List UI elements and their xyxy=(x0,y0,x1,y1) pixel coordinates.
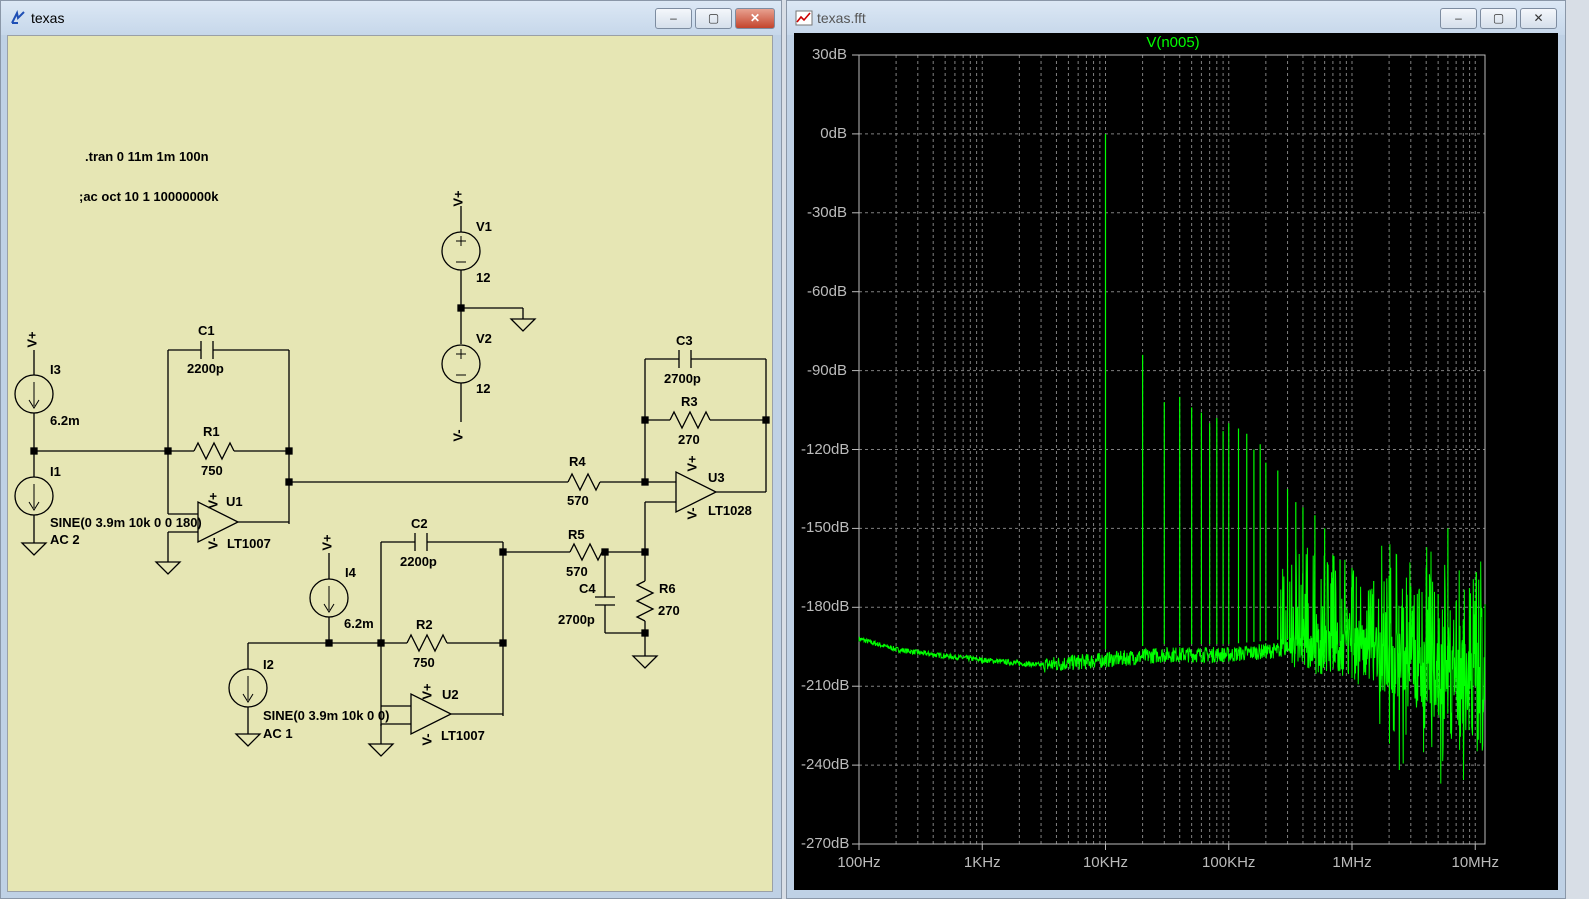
trace-label[interactable]: V(n005) xyxy=(1146,34,1200,51)
x-tick-label: 10MHz xyxy=(1451,854,1499,871)
close-button[interactable]: ✕ xyxy=(735,8,775,29)
r6-value[interactable]: 270 xyxy=(658,603,680,618)
fft-chart xyxy=(852,54,1486,850)
schematic-window: texas ‒ ▢ ✕ xyxy=(0,0,782,899)
r4-value[interactable]: 570 xyxy=(567,493,589,508)
plot-frame xyxy=(858,54,1486,845)
i4-value[interactable]: 6.2m xyxy=(344,616,374,631)
i4-node-label: V+ xyxy=(319,534,335,551)
v1-value[interactable]: 12 xyxy=(476,270,491,285)
r6-name[interactable]: R6 xyxy=(659,581,676,596)
schematic-canvas[interactable]: .tran 0 11m 1m 100n ;ac oct 10 1 1000000… xyxy=(7,35,773,892)
v2-node-label: V- xyxy=(450,429,466,442)
ltspice-schematic-icon xyxy=(11,9,25,24)
c3-name[interactable]: C3 xyxy=(676,333,693,348)
r2-name[interactable]: R2 xyxy=(416,617,433,632)
u2-model[interactable]: LT1007 xyxy=(441,728,485,743)
x-tick-label: 100Hz xyxy=(837,854,881,871)
waveform-viewer-icon xyxy=(795,10,813,26)
y-tick-label: -150dB xyxy=(801,519,850,537)
u2-vneg: V- xyxy=(419,733,435,746)
y-tick-label: -30dB xyxy=(806,203,847,221)
series-line-v-n005 xyxy=(858,544,1486,784)
u1-name[interactable]: U1 xyxy=(226,494,243,509)
fft-maximize-button[interactable]: ▢ xyxy=(1480,8,1517,29)
c2-name[interactable]: C2 xyxy=(411,516,428,531)
r3-value[interactable]: 270 xyxy=(678,432,700,447)
c3-value[interactable]: 2700p xyxy=(664,371,701,386)
y-tick-label: -240dB xyxy=(801,756,850,774)
y-tick-label: 0dB xyxy=(820,124,847,142)
i1-name[interactable]: I1 xyxy=(50,464,61,479)
y-tick-label: 30dB xyxy=(811,46,847,63)
v2-name[interactable]: V2 xyxy=(476,331,492,346)
tran-directive[interactable]: .tran 0 11m 1m 100n xyxy=(85,149,209,164)
r1-name[interactable]: R1 xyxy=(203,424,220,439)
maximize-button[interactable]: ▢ xyxy=(695,8,732,29)
stage-u1 xyxy=(154,341,568,575)
c4-name[interactable]: C4 xyxy=(579,581,596,596)
ac-directive[interactable]: ;ac oct 10 1 10000000k xyxy=(79,189,219,204)
u1-model[interactable]: LT1007 xyxy=(227,536,271,551)
v1-node-label: V+ xyxy=(450,190,466,207)
stage-u3 xyxy=(641,350,770,552)
r5-name[interactable]: R5 xyxy=(568,527,585,542)
c4-value[interactable]: 2700p xyxy=(558,612,595,627)
x-tick-label: 1MHz xyxy=(1332,854,1372,871)
r4-resistor xyxy=(567,472,649,492)
fft-title: texas.fft xyxy=(817,10,866,26)
r1-value[interactable]: 750 xyxy=(201,463,223,478)
i2-value[interactable]: SINE(0 3.9m 10k 0 0) xyxy=(263,708,390,723)
i3-node-label: V+ xyxy=(24,331,40,348)
u3-model[interactable]: LT1028 xyxy=(708,503,752,518)
y-tick-label: -60dB xyxy=(806,282,847,300)
u2-name[interactable]: U2 xyxy=(442,687,459,702)
c2-value[interactable]: 2200p xyxy=(400,554,437,569)
supply-column xyxy=(441,206,537,422)
y-tick-label: -210dB xyxy=(801,677,850,695)
schematic-title: texas xyxy=(31,10,65,26)
x-tick-label: 100KHz xyxy=(1202,854,1256,871)
i3-value[interactable]: 6.2m xyxy=(50,413,80,428)
i2-name[interactable]: I2 xyxy=(263,657,274,672)
u3-name[interactable]: U3 xyxy=(708,470,725,485)
x-tick-label: 10KHz xyxy=(1082,854,1128,871)
r4-name[interactable]: R4 xyxy=(569,454,586,469)
i1-ac[interactable]: AC 2 xyxy=(50,532,80,547)
minimize-button[interactable]: ‒ xyxy=(655,8,692,29)
i1-value[interactable]: SINE(0 3.9m 10k 0 0 180) xyxy=(50,515,202,530)
fft-plot-pane[interactable]: V(n005) 30dB 0dB -30dB -60dB -90dB -120dB -150… xyxy=(794,33,1558,890)
x-tick-label: 1KHz xyxy=(963,854,1001,871)
i3-name[interactable]: I3 xyxy=(50,362,61,377)
i4-name[interactable]: I4 xyxy=(345,565,356,580)
c1-value[interactable]: 2200p xyxy=(187,361,224,376)
u1-vneg: V- xyxy=(205,537,221,550)
r3-name[interactable]: R3 xyxy=(681,394,698,409)
current-source-arrows xyxy=(28,236,466,703)
u1-vpos: V+ xyxy=(205,492,221,509)
y-tick-label: -120dB xyxy=(801,440,850,458)
fft-close-button[interactable]: ✕ xyxy=(1520,8,1557,29)
fft-titlebar[interactable]: texas.fft ‒ ▢ ✕ xyxy=(787,1,1565,35)
c1-name[interactable]: C1 xyxy=(198,323,215,338)
y-tick-label: -90dB xyxy=(806,361,847,379)
fft-window: texas.fft ‒ ▢ ✕ V(n005) 30dB 0dB -30dB -60d… xyxy=(786,0,1566,899)
schematic-titlebar[interactable]: texas ‒ ▢ ✕ xyxy=(1,1,781,35)
v2-value[interactable]: 12 xyxy=(476,381,491,396)
stage-u2 xyxy=(367,533,507,757)
u3-vneg: V- xyxy=(684,507,700,520)
u3-vpos: V+ xyxy=(684,455,700,472)
u2-vpos: V+ xyxy=(419,683,435,700)
v1-name[interactable]: V1 xyxy=(476,219,492,234)
i2-ac[interactable]: AC 1 xyxy=(263,726,293,741)
output-filter xyxy=(499,542,659,669)
fft-minimize-button[interactable]: ‒ xyxy=(1440,8,1477,29)
r5-value[interactable]: 570 xyxy=(566,564,588,579)
y-tick-label: -270dB xyxy=(801,835,850,852)
y-tick-label: -180dB xyxy=(801,598,850,616)
r2-value[interactable]: 750 xyxy=(413,655,435,670)
schematic-drawing xyxy=(14,206,770,757)
